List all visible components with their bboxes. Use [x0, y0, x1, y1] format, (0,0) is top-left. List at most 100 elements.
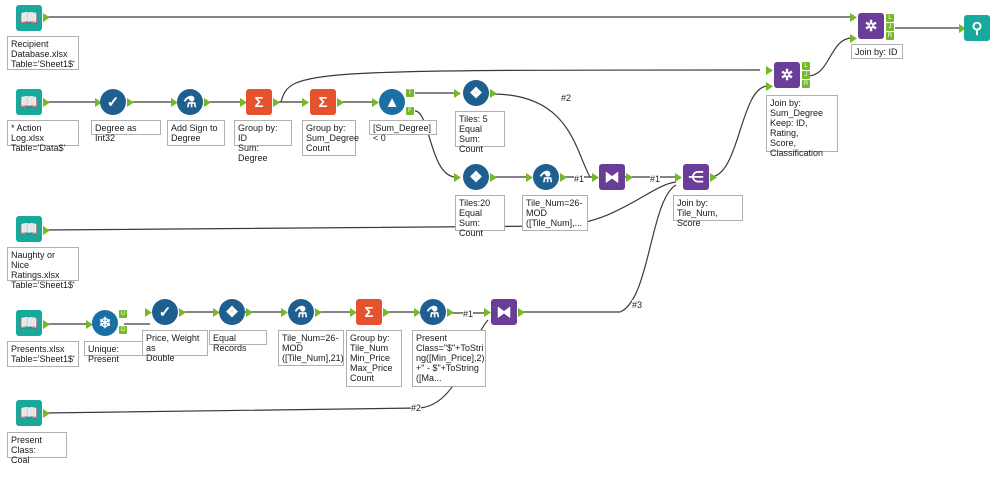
wire-label: #1 — [650, 174, 661, 184]
input-anchor[interactable] — [526, 173, 533, 182]
summarize-tool-sum-degree[interactable]: Σ — [310, 89, 336, 115]
select-tool-degree[interactable]: ✓ — [100, 89, 126, 115]
diamond-grid-icon: ❖ — [469, 84, 483, 102]
output-anchor[interactable] — [43, 320, 50, 329]
output-anchor-j[interactable]: J — [802, 71, 810, 79]
input-anchor[interactable] — [675, 173, 682, 182]
book-icon: 📖 — [19, 9, 39, 27]
tile-tool-5[interactable]: ❖ — [463, 80, 489, 106]
input-anchor[interactable] — [350, 308, 357, 317]
output-anchor-false[interactable]: F — [406, 107, 414, 115]
unique-tool-present[interactable]: ❄ — [92, 310, 118, 336]
output-anchor[interactable] — [337, 98, 344, 107]
output-anchor[interactable] — [315, 308, 322, 317]
input-anchor[interactable] — [454, 89, 461, 98]
input-anchor[interactable] — [213, 308, 220, 317]
output-anchor[interactable] — [127, 98, 134, 107]
input-anchor[interactable] — [454, 173, 461, 182]
join-tool-id[interactable]: ✲ — [858, 13, 884, 39]
output-anchor[interactable] — [43, 226, 50, 235]
output-anchor[interactable] — [246, 308, 253, 317]
diamond-grid-icon: ❖ — [469, 168, 483, 186]
input-tool-recipient[interactable]: 📖 — [16, 5, 42, 31]
input-tool-presents[interactable]: 📖 — [16, 310, 42, 336]
summarize-tool-id[interactable]: Σ — [246, 89, 272, 115]
join-tool-tile-score[interactable]: ⋲ — [683, 164, 709, 190]
output-anchor-unique[interactable]: U — [119, 310, 127, 318]
checkmark-icon: ✓ — [106, 93, 120, 111]
input-anchor[interactable] — [145, 308, 152, 317]
input-anchor[interactable] — [850, 13, 857, 22]
output-anchor-true[interactable]: T — [406, 89, 414, 97]
tool-annotation: Add Sign to Degree — [167, 120, 225, 146]
output-anchor[interactable] — [518, 308, 525, 317]
input-anchor[interactable] — [959, 24, 966, 33]
input-tool-action-log[interactable]: 📖 — [16, 89, 42, 115]
flask-icon: ⚗ — [294, 303, 308, 321]
output-anchor[interactable] — [179, 308, 186, 317]
book-icon: 📖 — [19, 404, 39, 422]
output-anchor[interactable] — [383, 308, 390, 317]
output-anchor[interactable] — [273, 98, 280, 107]
input-anchor[interactable] — [592, 173, 599, 182]
tool-annotation: [Sum_Degree] < 0 — [369, 120, 437, 143]
append-fields-tool-2[interactable]: ⧓ — [491, 299, 517, 325]
output-anchor[interactable] — [710, 173, 717, 182]
tile-tool-equal-records[interactable]: ❖ — [219, 299, 245, 325]
input-anchor[interactable] — [372, 98, 379, 107]
browse-tool[interactable]: ⚲ — [964, 15, 990, 41]
output-anchor-j[interactable]: J — [886, 23, 894, 31]
text-input-tool-coal[interactable]: 📖 — [16, 400, 42, 426]
output-anchor[interactable] — [43, 98, 50, 107]
book-icon: 📖 — [19, 93, 39, 111]
formula-tool-present-class[interactable]: ⚗ — [420, 299, 446, 325]
tool-annotation: Recipient Database.xlsx Table='Sheet1$' — [7, 36, 79, 70]
output-anchor[interactable] — [447, 308, 454, 317]
formula-tool-tile-num[interactable]: ⚗ — [533, 164, 559, 190]
output-anchor-l[interactable]: L — [886, 14, 894, 22]
input-anchor[interactable] — [86, 320, 93, 329]
input-anchor[interactable] — [414, 308, 421, 317]
formula-tool-add-sign[interactable]: ⚗ — [177, 89, 203, 115]
tool-annotation: Group by: Sum_Degree Count — [302, 120, 359, 156]
input-anchor[interactable] — [302, 98, 309, 107]
snowflake-icon: ❄ — [98, 314, 112, 332]
output-anchor[interactable] — [204, 98, 211, 107]
output-anchor[interactable] — [43, 409, 50, 418]
output-anchor-r[interactable]: R — [802, 80, 810, 88]
join-tool-sum-degree[interactable]: ✲ — [774, 62, 800, 88]
output-anchor-duplicate[interactable]: D — [119, 326, 127, 334]
join-icon: ✲ — [864, 17, 878, 35]
select-tool-price-weight[interactable]: ✓ — [152, 299, 178, 325]
input-anchor[interactable] — [766, 66, 773, 75]
input-anchor[interactable] — [95, 98, 102, 107]
tool-annotation: Present Class="$"+ToStri ng([Min_Price],… — [412, 330, 486, 387]
output-anchor-r[interactable]: R — [886, 32, 894, 40]
checkmark-icon: ✓ — [158, 303, 172, 321]
filter-tool-sum-degree[interactable]: ▲ — [379, 89, 405, 115]
flask-icon: ⚗ — [183, 93, 197, 111]
input-anchor[interactable] — [171, 98, 178, 107]
output-anchor[interactable] — [490, 89, 497, 98]
tile-tool-20[interactable]: ❖ — [463, 164, 489, 190]
append-fields-tool[interactable]: ⧓ — [599, 164, 625, 190]
output-anchor-l[interactable]: L — [802, 62, 810, 70]
tool-annotation: Tile_Num=26- MOD ([Tile_Num],... — [522, 195, 588, 231]
output-anchor[interactable] — [626, 173, 633, 182]
input-anchor[interactable] — [766, 82, 773, 91]
input-anchor[interactable] — [850, 34, 857, 43]
input-anchor[interactable] — [281, 308, 288, 317]
tool-annotation: Degree as Int32 — [91, 120, 161, 143]
tool-annotation: Group by: Tile_Num Min_Price Max_Price C… — [346, 330, 402, 387]
input-anchor[interactable] — [484, 308, 491, 317]
tool-annotation: Equal Records — [209, 330, 267, 353]
output-anchor[interactable] — [490, 173, 497, 182]
filter-icon: ▲ — [384, 93, 400, 111]
input-tool-naughty-nice[interactable]: 📖 — [16, 216, 42, 242]
formula-tool-tile-num-21[interactable]: ⚗ — [288, 299, 314, 325]
summarize-tool-tile-num[interactable]: Σ — [356, 299, 382, 325]
output-anchor[interactable] — [560, 173, 567, 182]
input-anchor[interactable] — [240, 98, 247, 107]
output-anchor[interactable] — [43, 13, 50, 22]
